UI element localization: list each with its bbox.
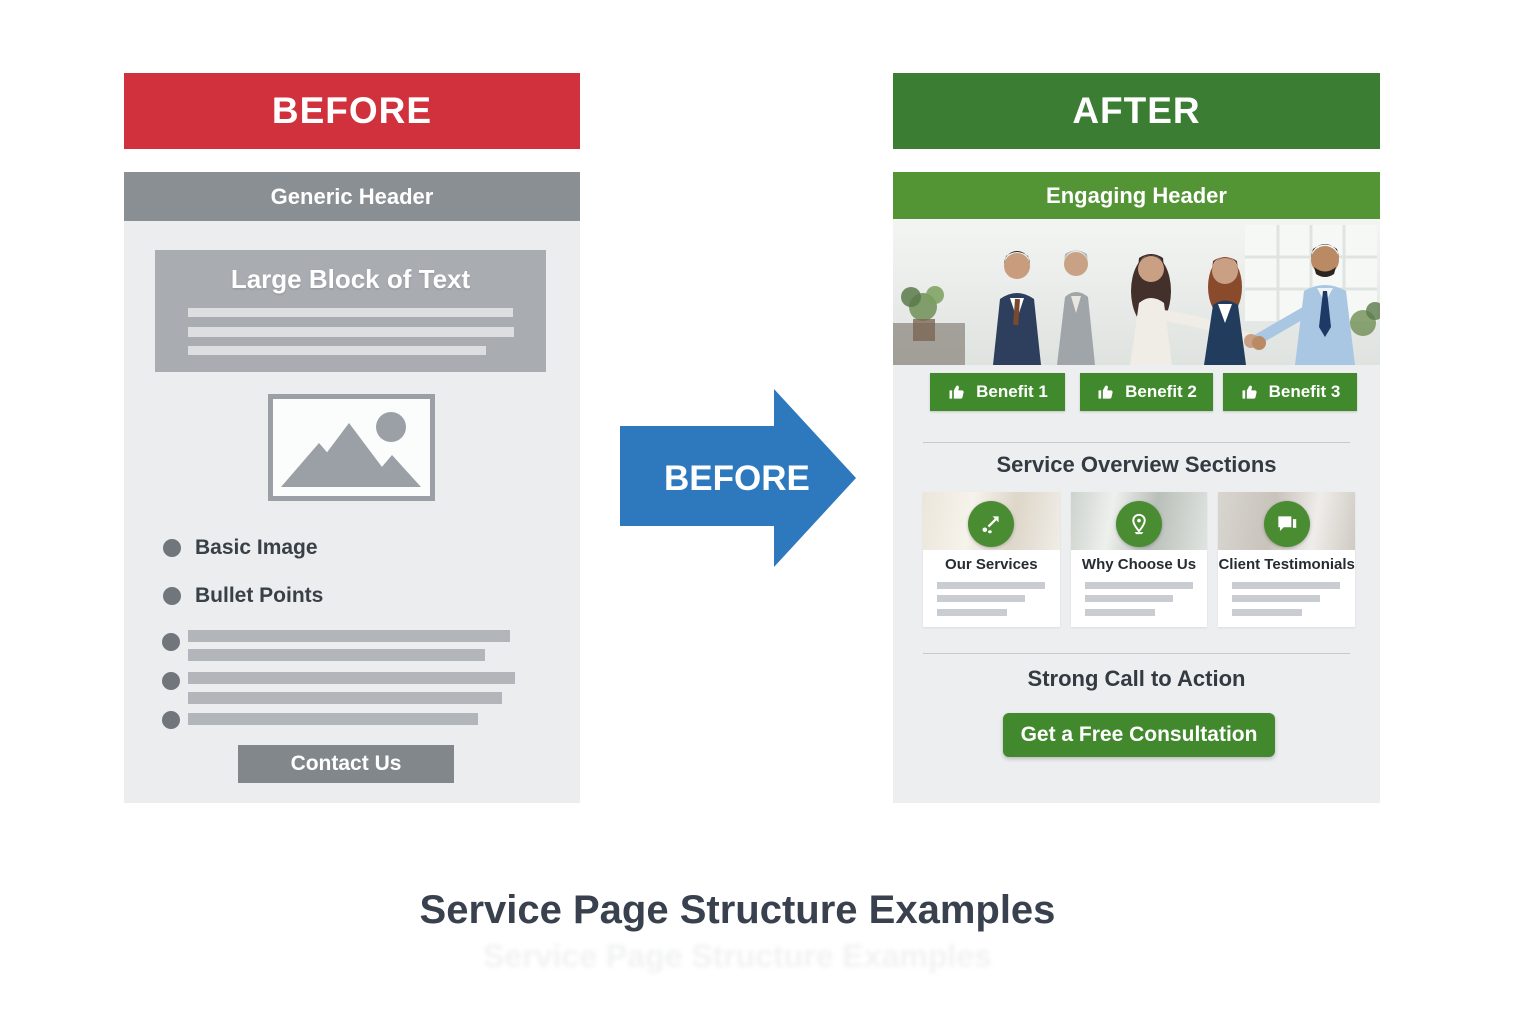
business-team-handshake-photo (893, 219, 1380, 365)
bullet-dot (163, 587, 181, 605)
after-banner: AFTER (893, 73, 1380, 149)
text-line-placeholder (188, 672, 515, 684)
generic-header-bar: Generic Header (124, 172, 580, 221)
text-line-placeholder (1084, 582, 1193, 589)
card-title: Why Choose Us (1081, 556, 1197, 573)
page-title-reflection: Service Page Structure Examples (483, 938, 992, 974)
card-title: Client Testimonials (1218, 556, 1355, 573)
bullet-label: Bullet Points (195, 584, 324, 607)
page-title: Service Page Structure Examples (419, 888, 1056, 932)
text-line-placeholder (937, 582, 1045, 589)
card-client-testimonials: Client Testimonials (1218, 492, 1356, 627)
free-consultation-button[interactable]: Get a Free Consultation (1003, 713, 1275, 757)
thumbs-up-icon (1242, 385, 1257, 399)
text-block-title: Large Block of Text (230, 264, 471, 294)
engaging-header-bar: Engaging Header (893, 172, 1380, 219)
bullet-label: Basic Image (195, 536, 318, 559)
before-banner-label: BEFORE (271, 90, 433, 131)
text-line-placeholder (1232, 595, 1321, 602)
text-line-placeholder (1232, 609, 1303, 616)
benefit-label: Benefit 1 (976, 382, 1048, 401)
service-cards-row: Our Services Why Choose Us (923, 492, 1356, 627)
text-line-placeholder (188, 649, 485, 661)
bullet-dot (162, 711, 180, 729)
text-line-placeholder (1084, 609, 1155, 616)
bullet-dot (163, 539, 181, 557)
text-line-placeholder (188, 327, 514, 337)
text-line-placeholder (937, 609, 1007, 616)
bullet-item-bullet-points: Bullet Points (163, 584, 323, 608)
section-divider (923, 442, 1350, 443)
location-pin-icon (1116, 501, 1162, 547)
thumbs-up-icon (1098, 385, 1113, 399)
large-text-block: Large Block of Text (155, 250, 546, 372)
speech-bubbles-icon (1263, 501, 1310, 547)
text-line-placeholder (188, 346, 486, 355)
before-banner: BEFORE (124, 73, 580, 149)
arrow-label: BEFORE (664, 459, 810, 498)
text-line-placeholder (1232, 582, 1341, 589)
benefit-3-button[interactable]: Benefit 3 (1223, 373, 1357, 411)
growth-arrow-icon (968, 501, 1015, 547)
service-overview-title: Service Overview Sections (996, 452, 1277, 477)
text-line-placeholder (937, 595, 1025, 602)
after-page-mockup: Engaging Header (893, 172, 1380, 803)
free-consultation-label: Get a Free Consultation (1020, 723, 1258, 746)
benefit-label: Benefit 3 (1268, 382, 1341, 401)
text-line-placeholder (188, 713, 478, 725)
bullet-item-basic-image: Basic Image (163, 536, 318, 560)
benefit-1-button[interactable]: Benefit 1 (930, 373, 1065, 411)
thumbs-up-icon (949, 385, 964, 399)
bullet-dot (162, 633, 180, 651)
cta-heading: Strong Call to Action (1027, 666, 1246, 691)
after-banner-label: AFTER (1072, 90, 1201, 131)
contact-us-label: Contact Us (290, 752, 402, 775)
contact-us-button[interactable]: Contact Us (238, 745, 454, 783)
benefit-label: Benefit 2 (1125, 382, 1197, 401)
text-line-placeholder (188, 308, 513, 317)
card-why-choose-us: Why Choose Us (1070, 492, 1208, 627)
card-our-services: Our Services (923, 492, 1060, 627)
right-arrow-icon: BEFORE (618, 386, 860, 570)
text-line-placeholder (188, 692, 502, 704)
section-divider (923, 653, 1350, 654)
before-page-mockup: Generic Header Large Block of Text Basic… (124, 172, 580, 803)
generic-header-label: Generic Header (270, 183, 434, 209)
image-placeholder-icon (268, 394, 435, 501)
bullet-dot (162, 672, 180, 690)
card-title: Our Services (945, 556, 1038, 573)
benefit-2-button[interactable]: Benefit 2 (1080, 373, 1213, 411)
benefits-row: Benefit 1 Benefit 2 Benefit 3 (893, 373, 1380, 411)
text-line-placeholder (1084, 595, 1173, 602)
text-line-placeholder (188, 630, 510, 642)
engaging-header-label: Engaging Header (1046, 182, 1227, 208)
